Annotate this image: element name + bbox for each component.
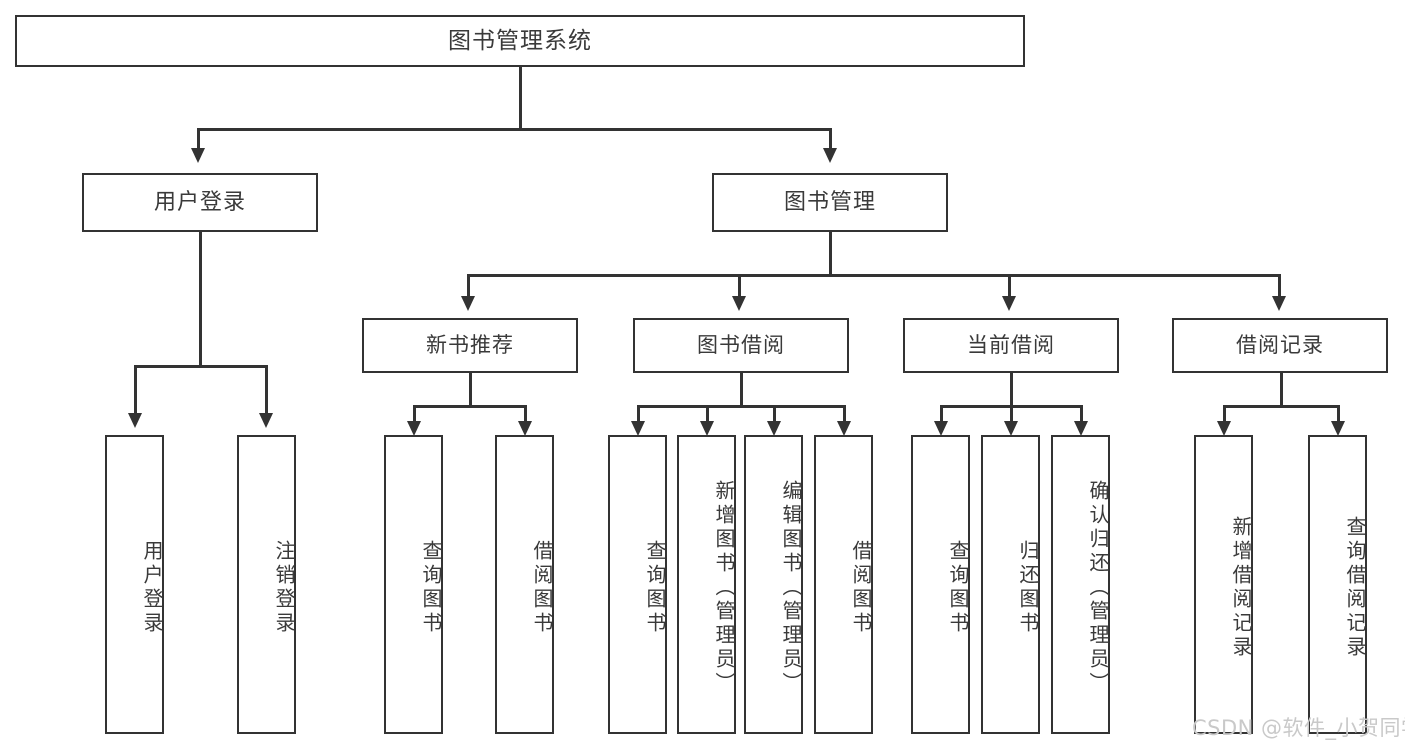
node-leaf-borrow-book-recommend[interactable]: 借阅图书 — [495, 435, 554, 734]
connector-book-borrow-drop-3 — [773, 405, 776, 423]
arrowhead-leaf-borrow-book-2 — [837, 421, 851, 436]
arrowhead-leaf-query-book-3 — [934, 421, 948, 436]
connector-user-login-stem — [199, 232, 202, 367]
connector-borrow-record-stem — [1280, 373, 1283, 407]
connector-new-book-bus — [413, 405, 527, 408]
connector-root-bus — [197, 128, 832, 131]
node-label: 用户登录 — [140, 539, 164, 636]
connector-borrow-record-bus — [1223, 405, 1339, 408]
arrowhead-leaf-user-login — [128, 413, 142, 428]
connector-book-borrow-bus — [637, 405, 845, 408]
node-label: 新增借阅记录 — [1229, 515, 1253, 660]
connector-book-borrow-stem — [740, 373, 743, 407]
arrowhead-to-book-manage — [823, 148, 837, 163]
connector-current-borrow-drop-2 — [1010, 405, 1013, 423]
node-leaf-query-book-recommend[interactable]: 查询图书 — [384, 435, 443, 734]
arrowhead-leaf-confirm-return — [1074, 421, 1088, 436]
connector-current-borrow-drop-3 — [1080, 405, 1083, 423]
connector-borrow-record-drop-2 — [1337, 405, 1340, 423]
node-label: 查询借阅记录 — [1343, 515, 1367, 660]
connector-new-book-drop-1 — [413, 405, 416, 423]
connector-book-manage-bus — [467, 274, 1281, 277]
node-book-manage[interactable]: 图书管理 — [712, 173, 948, 232]
node-root-system[interactable]: 图书管理系统 — [15, 15, 1025, 67]
node-new-book-recommend[interactable]: 新书推荐 — [362, 318, 578, 373]
node-leaf-return-book[interactable]: 归还图书 — [981, 435, 1040, 734]
arrowhead-leaf-add-record — [1217, 421, 1231, 436]
node-current-borrow[interactable]: 当前借阅 — [903, 318, 1119, 373]
arrowhead-leaf-edit-book — [767, 421, 781, 436]
node-label: 查询图书 — [419, 539, 443, 636]
connector-to-borrow-record — [1278, 274, 1281, 298]
node-leaf-edit-book[interactable]: 编辑图书（管理员） — [744, 435, 803, 734]
connector-root-to-book-manage — [829, 128, 832, 150]
node-book-borrow[interactable]: 图书借阅 — [633, 318, 849, 373]
node-label: 确认归还（管理员） — [1086, 479, 1110, 696]
node-leaf-query-book-borrow[interactable]: 查询图书 — [608, 435, 667, 734]
node-label: 图书管理系统 — [448, 27, 592, 54]
node-label: 查询图书 — [643, 539, 667, 636]
connector-root-to-user-login — [197, 128, 200, 150]
connector-user-login-bus — [134, 365, 267, 368]
arrowhead-leaf-borrow-book-1 — [518, 421, 532, 436]
connector-root-stem — [519, 67, 522, 130]
arrowhead-to-borrow-record — [1272, 296, 1286, 311]
connector-book-borrow-drop-4 — [843, 405, 846, 423]
arrowhead-to-new-book — [461, 296, 475, 311]
node-leaf-logout[interactable]: 注销登录 — [237, 435, 296, 734]
node-leaf-query-book-current[interactable]: 查询图书 — [911, 435, 970, 734]
arrowhead-leaf-logout — [259, 413, 273, 428]
arrowhead-to-book-borrow — [732, 296, 746, 311]
node-leaf-user-login[interactable]: 用户登录 — [105, 435, 164, 734]
connector-new-book-drop-2 — [524, 405, 527, 423]
node-leaf-query-borrow-record[interactable]: 查询借阅记录 — [1308, 435, 1367, 734]
arrowhead-to-current-borrow — [1002, 296, 1016, 311]
node-label: 归还图书 — [1016, 539, 1040, 636]
arrowhead-leaf-query-book-2 — [631, 421, 645, 436]
arrowhead-leaf-query-book-1 — [407, 421, 421, 436]
arrowhead-leaf-return-book — [1004, 421, 1018, 436]
node-label: 新增图书（管理员） — [712, 479, 736, 696]
node-label: 注销登录 — [272, 539, 296, 636]
arrowhead-leaf-query-record — [1331, 421, 1345, 436]
node-label: 查询图书 — [946, 539, 970, 636]
arrowhead-leaf-add-book — [700, 421, 714, 436]
connector-book-borrow-drop-1 — [637, 405, 640, 423]
connector-to-current-borrow — [1008, 274, 1011, 298]
node-leaf-confirm-return[interactable]: 确认归还（管理员） — [1051, 435, 1110, 734]
node-label: 用户登录 — [153, 189, 246, 215]
node-label: 当前借阅 — [967, 333, 1055, 358]
connector-current-borrow-stem — [1010, 373, 1013, 407]
connector-book-borrow-drop-2 — [706, 405, 709, 423]
node-label: 借阅记录 — [1236, 333, 1324, 358]
connector-new-book-stem — [469, 373, 472, 407]
node-label: 图书借阅 — [697, 333, 785, 358]
node-label: 编辑图书（管理员） — [779, 479, 803, 696]
connector-to-book-borrow — [738, 274, 741, 298]
node-leaf-add-borrow-record[interactable]: 新增借阅记录 — [1194, 435, 1253, 734]
arrowhead-to-user-login — [191, 148, 205, 163]
node-user-login[interactable]: 用户登录 — [82, 173, 318, 232]
node-label: 借阅图书 — [849, 539, 873, 636]
connector-to-new-book — [467, 274, 470, 298]
node-borrow-record[interactable]: 借阅记录 — [1172, 318, 1388, 373]
connector-current-borrow-drop-1 — [940, 405, 943, 423]
connector-user-login-drop-2 — [265, 365, 268, 415]
node-label: 新书推荐 — [426, 333, 514, 358]
node-label: 图书管理 — [783, 189, 876, 215]
node-leaf-borrow-book[interactable]: 借阅图书 — [814, 435, 873, 734]
connector-user-login-drop-1 — [134, 365, 137, 415]
node-label: 借阅图书 — [530, 539, 554, 636]
connector-borrow-record-drop-1 — [1223, 405, 1226, 423]
node-leaf-add-book[interactable]: 新增图书（管理员） — [677, 435, 736, 734]
connector-book-manage-stem — [829, 232, 832, 276]
